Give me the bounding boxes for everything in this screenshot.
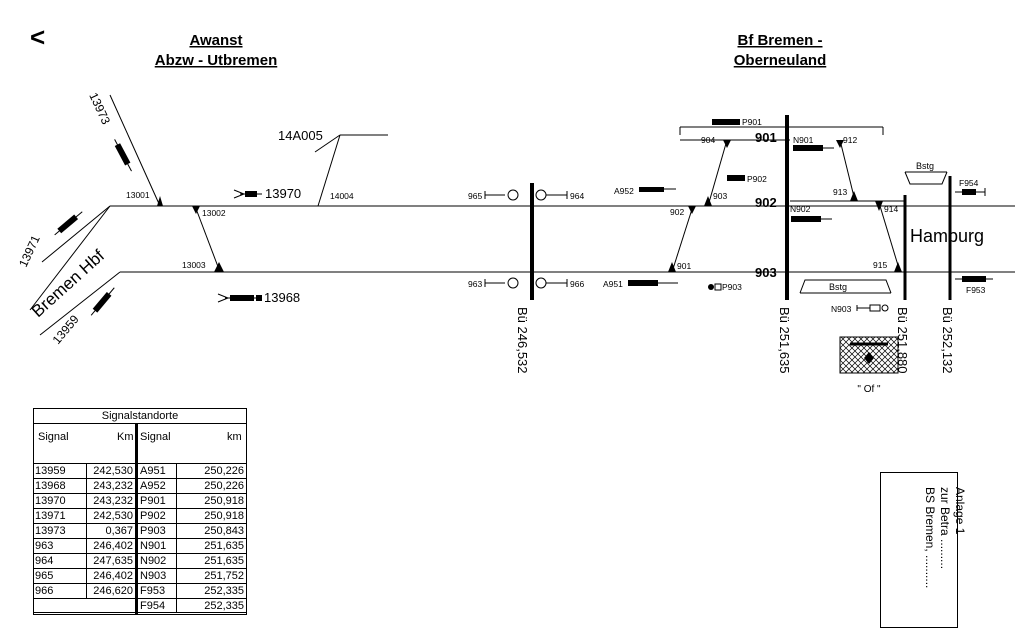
svg-text:964: 964: [570, 191, 584, 201]
signal-p901: P901: [712, 117, 762, 127]
svg-text:13973: 13973: [86, 90, 113, 126]
bstg-lower-label: Bstg: [829, 282, 847, 292]
signal-13970: 13970: [233, 186, 301, 201]
signal-p902: P902: [727, 174, 767, 184]
switch-labels: 13001 13002 13003 14004 901 902 903 904 …: [126, 135, 898, 271]
svg-text:13968: 13968: [264, 290, 300, 305]
switch-902: 902: [670, 207, 684, 217]
switch-14004: 14004: [330, 191, 354, 201]
anlage-text: Anlage 1 zur Betra ......... BS Bremen, …: [922, 487, 967, 588]
svg-text:N901: N901: [793, 135, 814, 145]
track-903-label: 903: [755, 265, 777, 280]
track-902-label: 902: [755, 195, 777, 210]
anlage-line2: zur Betra .........: [938, 487, 952, 570]
back-arrow-icon[interactable]: <: [30, 22, 45, 52]
svg-text:P902: P902: [747, 174, 767, 184]
signal-963: 963: [468, 277, 519, 289]
table-header-signal2: Signal: [140, 431, 171, 443]
svg-text:F953: F953: [966, 285, 986, 295]
crossing-bu-251880: Bü 251,880: [895, 307, 910, 374]
switch-904: 904: [701, 135, 715, 145]
table-header-signal: Signal: [38, 431, 69, 443]
table-divider: [135, 423, 138, 615]
signal-n903: N903: [831, 304, 889, 314]
svg-text:P903: P903: [722, 282, 742, 292]
signal-f954: F954: [955, 178, 986, 196]
table-title: Signalstandorte: [34, 409, 246, 424]
anlage-box: Anlage 1 zur Betra ......... BS Bremen, …: [880, 472, 967, 628]
track-lines: [29, 94, 1015, 336]
crossing-bu-252132: Bü 252,132: [940, 307, 955, 374]
signal-966: 966: [535, 277, 584, 289]
svg-text:N902: N902: [790, 204, 811, 214]
header-left-line1: Awanst: [189, 32, 242, 49]
signal-13968: 13968: [217, 290, 300, 305]
switch-13001: 13001: [126, 190, 150, 200]
svg-text:965: 965: [468, 191, 482, 201]
switch-913: 913: [833, 187, 847, 197]
anlage-line1: Anlage 1: [953, 487, 967, 535]
switch-13002: 13002: [202, 208, 226, 218]
switch-912: 912: [843, 135, 857, 145]
crossing-bars: [530, 115, 952, 300]
table-header-km: Km: [117, 431, 134, 443]
svg-text:966: 966: [570, 279, 584, 289]
label-14a005: 14A005: [278, 128, 323, 143]
signal-965: 965: [468, 189, 519, 201]
signal-964: 964: [535, 189, 584, 201]
switch-914: 914: [884, 204, 898, 214]
signal-table: Signalstandorte Signal Km Signal km 1395…: [33, 408, 247, 615]
switch-901: 901: [677, 261, 691, 271]
svg-text:A952: A952: [614, 186, 634, 196]
signal-n902: N902: [790, 204, 832, 222]
header-left-line2: Abzw - Utbremen: [155, 52, 278, 69]
svg-text:N903: N903: [831, 304, 852, 314]
switch-903: 903: [713, 191, 727, 201]
svg-text:F954: F954: [959, 178, 979, 188]
switch-915: 915: [873, 260, 887, 270]
header-right-line2: Oberneuland: [734, 52, 827, 69]
signal-f953: F953: [955, 276, 993, 295]
of-symbol: [839, 336, 899, 374]
signal-a951: A951: [603, 279, 678, 289]
signal-p903: P903: [708, 282, 742, 292]
signal-n901: N901: [793, 135, 834, 151]
crossing-bu-251635: Bü 251,635: [777, 307, 792, 374]
header-right-line1: Bf Bremen -: [737, 32, 822, 49]
svg-text:13970: 13970: [265, 186, 301, 201]
table-header-km2: km: [227, 431, 242, 443]
svg-text:A951: A951: [603, 279, 623, 289]
switch-13003: 13003: [182, 260, 206, 270]
switch-markers: [157, 140, 902, 272]
track-901-label: 901: [755, 130, 777, 145]
bstg-upper-label: Bstg: [916, 161, 934, 171]
svg-text:P901: P901: [742, 117, 762, 127]
signal-13971: 13971: [16, 211, 83, 269]
anlage-line3: BS Bremen, ..........: [923, 487, 937, 589]
svg-text:963: 963: [468, 279, 482, 289]
crossing-bu-246532: Bü 246,532: [515, 307, 530, 374]
svg-text:13971: 13971: [16, 233, 43, 269]
signal-a952: A952: [614, 186, 676, 196]
signal-13973: 13973: [86, 90, 132, 172]
of-label: " Of ": [857, 384, 881, 395]
hamburg-label: Hamburg: [910, 226, 984, 246]
svg-text:13959: 13959: [50, 312, 82, 347]
